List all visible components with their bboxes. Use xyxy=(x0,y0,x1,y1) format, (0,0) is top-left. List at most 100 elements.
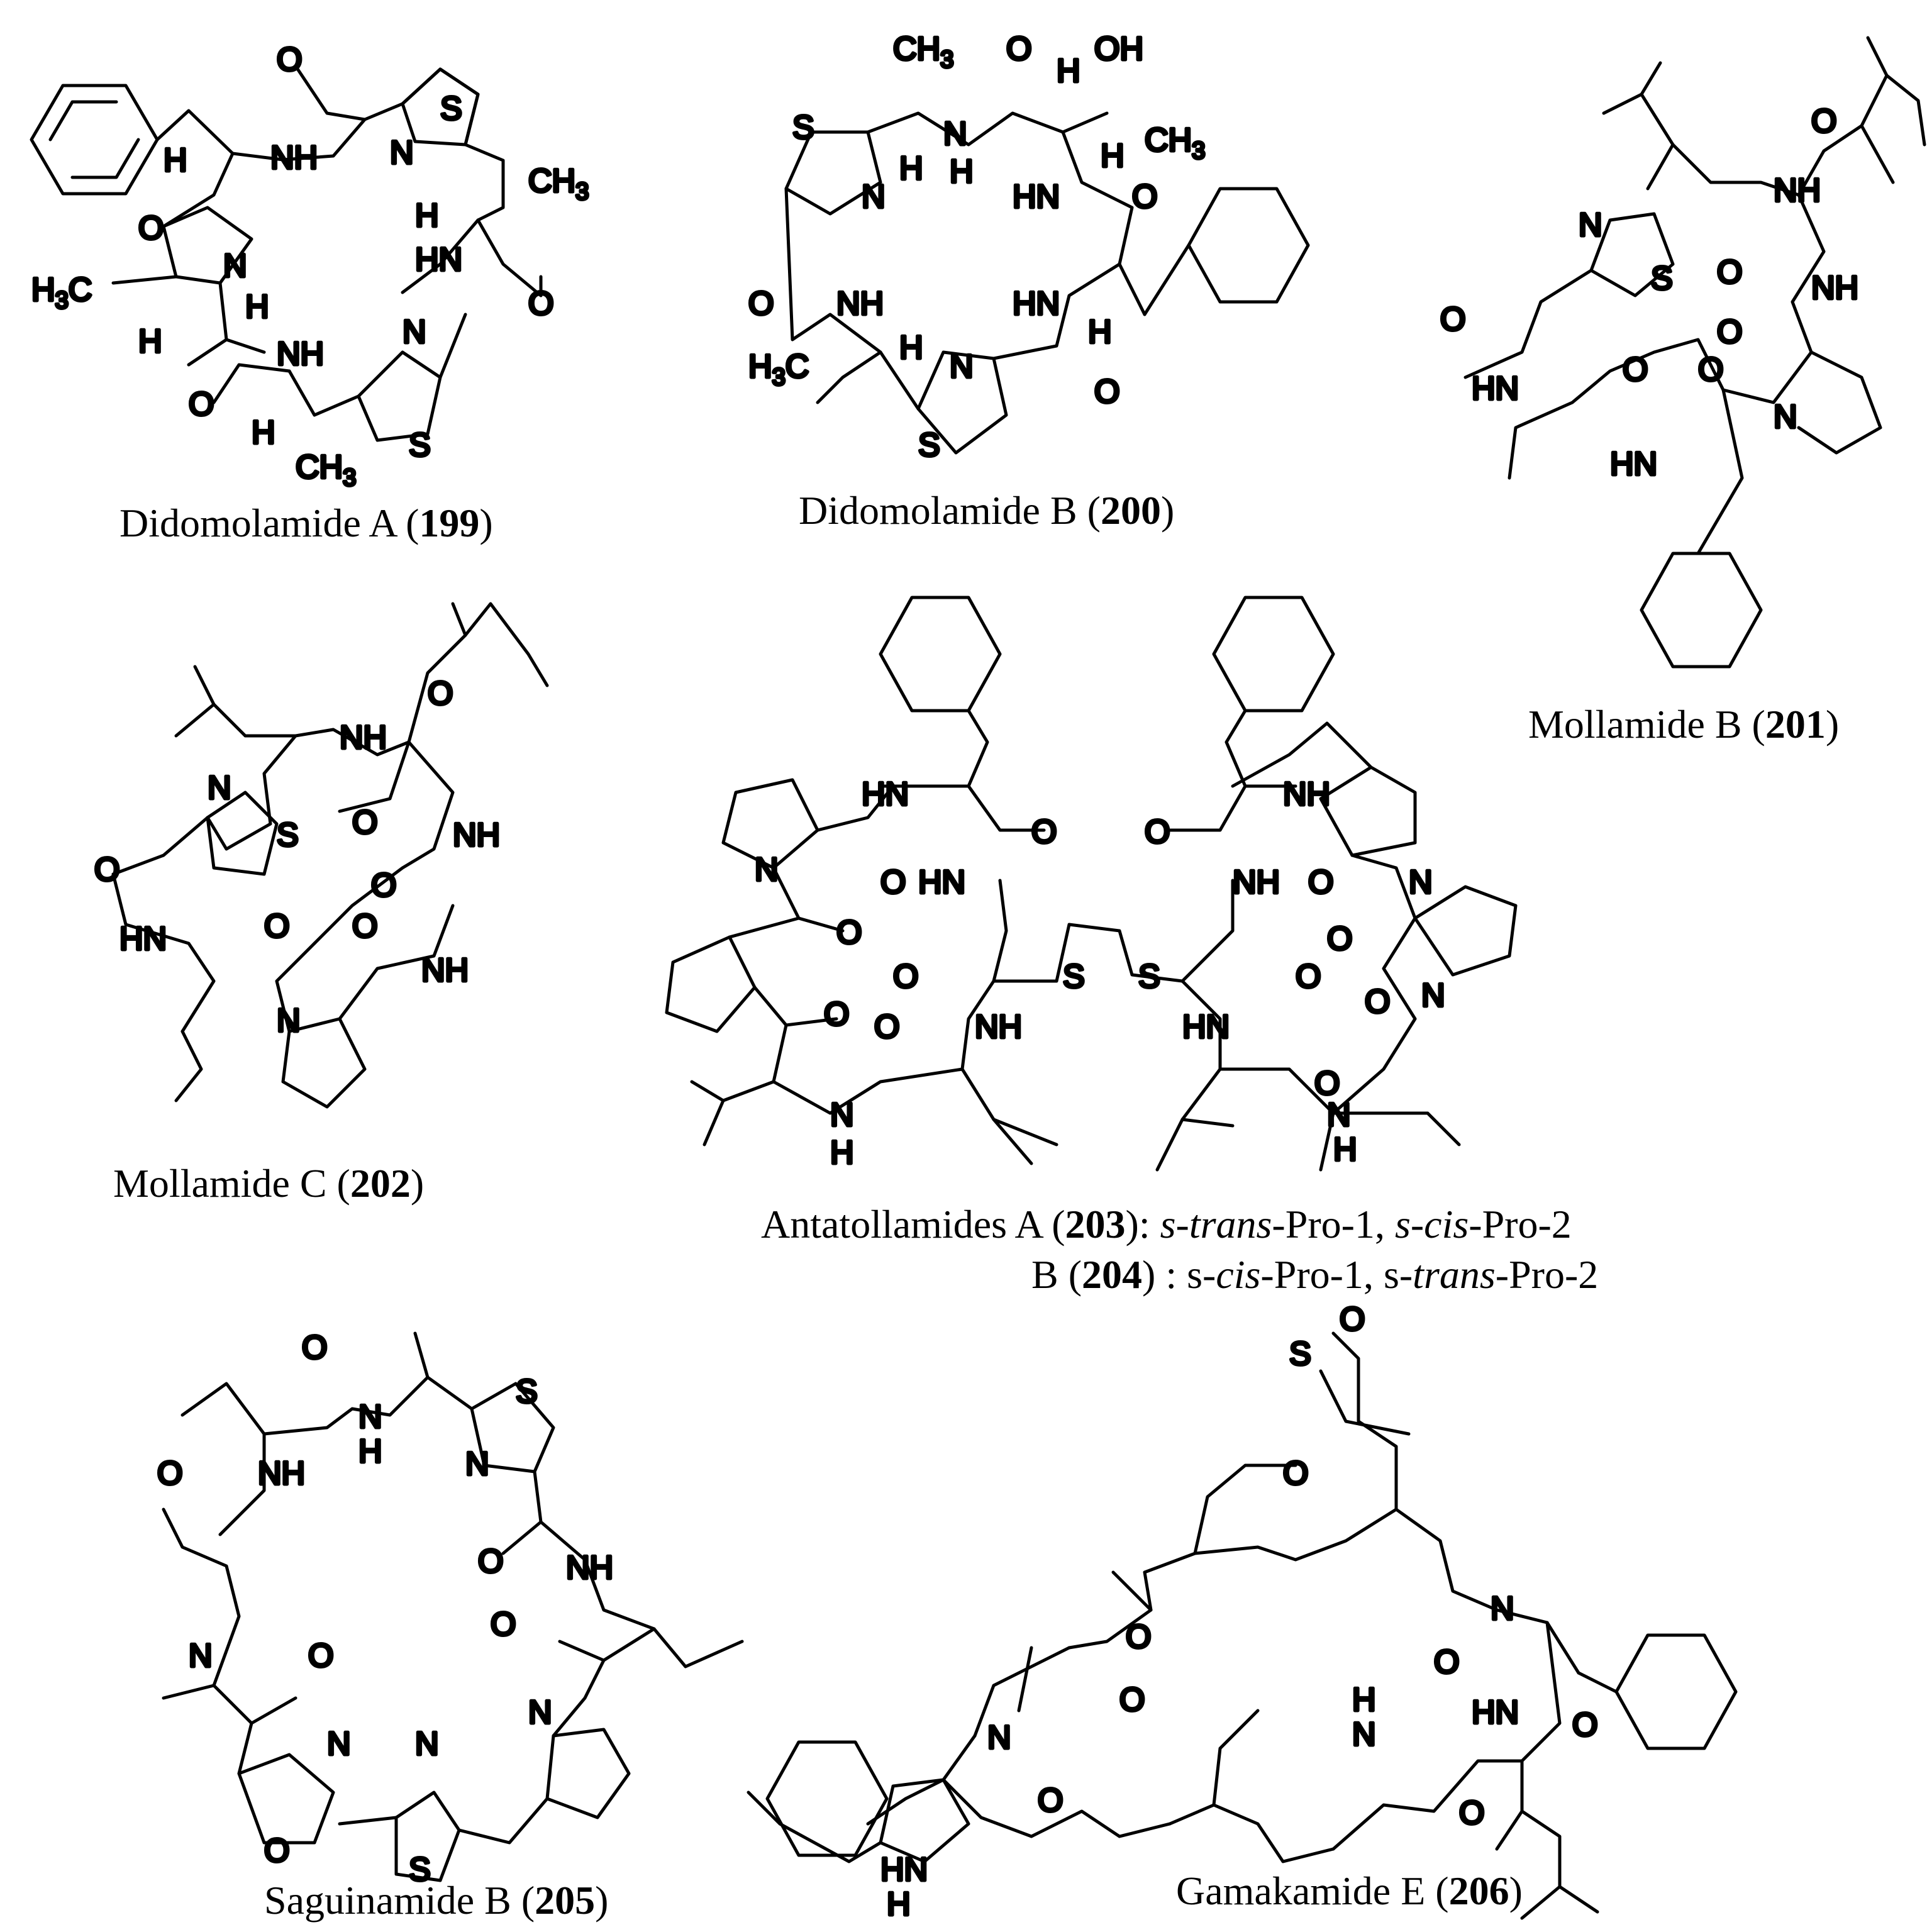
compound-number: 205 xyxy=(535,1878,596,1923)
atom-label: CH3 xyxy=(893,31,953,73)
atom-label: HN xyxy=(415,242,462,278)
atom-label: O xyxy=(836,914,862,951)
atom-label: O xyxy=(352,804,377,841)
pyrrolidine-ring xyxy=(721,778,819,870)
atom-label: H xyxy=(138,323,162,360)
atom-label: O xyxy=(1698,352,1723,388)
atom-label: HN xyxy=(1610,446,1657,482)
caption-200: Didomolamide B (200) xyxy=(799,488,1175,533)
atom-label: H xyxy=(887,1886,911,1923)
atom-label: N xyxy=(755,852,779,888)
atom-label: O xyxy=(1365,984,1390,1020)
atom-label: S xyxy=(409,1852,431,1888)
atom-label: O xyxy=(1572,1707,1597,1743)
atom-label: H3C xyxy=(31,272,92,314)
atom-label: O xyxy=(1717,314,1742,350)
atom-label: N xyxy=(1327,1097,1351,1133)
atom-label: H3C xyxy=(748,348,809,391)
benzene-ring xyxy=(765,1740,889,1857)
atom-label: H xyxy=(1333,1131,1357,1168)
atom-label: O xyxy=(1296,958,1321,995)
atom-label: N xyxy=(862,179,886,215)
compound-number: 206 xyxy=(1448,1868,1509,1913)
atom-label: O xyxy=(277,42,302,78)
atom-label: O xyxy=(264,1833,289,1869)
atom-label: HN xyxy=(1013,286,1060,322)
atom-label: H xyxy=(358,1433,382,1470)
compound-name: Gamakamide E xyxy=(1176,1868,1426,1913)
atom-label: N xyxy=(1491,1591,1514,1627)
suffix-part: cis xyxy=(1424,1202,1469,1246)
atom-label: O xyxy=(138,210,164,247)
pyrrolidine-ring xyxy=(1319,765,1417,857)
atom-label: H xyxy=(1057,53,1080,89)
caption-201: Mollamide B (201) xyxy=(1528,702,1840,747)
atom-label: NH xyxy=(1774,172,1821,209)
atom-label: OH xyxy=(1094,31,1143,67)
oxazoline-ring xyxy=(162,206,253,285)
atom-label: O xyxy=(1119,1682,1145,1718)
caption-204: B (204) : s-cis-Pro-1, s-trans-Pro-2 xyxy=(1031,1252,1599,1297)
thiazole-ring xyxy=(784,130,882,216)
atom-label: N xyxy=(528,1694,552,1731)
atom-label: N xyxy=(830,1097,854,1133)
suffix-part: -Pro-2 xyxy=(1469,1202,1572,1246)
atom-label: N xyxy=(1409,864,1433,901)
caption-203: Antatollamides A (203): s-trans-Pro-1, s… xyxy=(761,1202,1572,1246)
atom-label: O xyxy=(94,852,119,888)
imidazolidinedione-ring xyxy=(879,1778,970,1863)
compound-name: Mollamide C xyxy=(113,1161,327,1206)
atom-label: HN xyxy=(918,864,965,901)
atom-label: N xyxy=(987,1719,1011,1756)
compound-number: 204 xyxy=(1082,1252,1142,1297)
compound-name: B xyxy=(1031,1252,1058,1297)
atom-label: O xyxy=(748,286,774,322)
cyclopentane-ring xyxy=(665,935,757,1033)
atom-label: O xyxy=(302,1330,327,1366)
thiazole-ring xyxy=(401,67,480,147)
atom-label: NH xyxy=(340,719,387,756)
suffix-part: -Pro-2 xyxy=(1495,1252,1599,1297)
compound-name: Antatollamides A xyxy=(761,1202,1042,1246)
suffix-part: -Pro-1, xyxy=(1272,1202,1395,1246)
atom-label: NH xyxy=(277,336,324,372)
atom-label: NH xyxy=(975,1009,1022,1045)
atom-label: O xyxy=(352,908,377,945)
atom-label: HN xyxy=(1472,370,1519,407)
atom-label: O xyxy=(880,864,906,901)
atom-label: O xyxy=(1327,921,1352,957)
atom-label: O xyxy=(157,1455,182,1492)
atom-label: O xyxy=(1038,1782,1063,1819)
benzene-ring xyxy=(879,596,1002,713)
atom-label: HN xyxy=(119,921,167,957)
atom-label: HN xyxy=(880,1852,928,1888)
atom-label: N xyxy=(1352,1716,1376,1753)
atom-label: N xyxy=(327,1726,351,1762)
compound-number: 203 xyxy=(1065,1202,1126,1246)
atom-label: O xyxy=(1308,864,1333,901)
atom-label: H xyxy=(950,153,974,190)
atom-label: NH xyxy=(1811,270,1858,306)
pyrrolidine-ring xyxy=(281,1017,367,1109)
atom-label: O xyxy=(1094,374,1119,410)
atom-label: H xyxy=(252,414,275,451)
atom-label: O xyxy=(428,675,453,712)
atom-label: S xyxy=(1289,1336,1311,1372)
atom-label: H xyxy=(164,142,187,179)
atom-label: O xyxy=(824,996,849,1033)
atom-label: N xyxy=(390,135,414,171)
atom-label: HN xyxy=(1182,1009,1230,1045)
atom-label: S xyxy=(277,817,299,853)
atom-label: O xyxy=(1006,31,1031,67)
compound-name: Didomolamide A xyxy=(119,501,396,545)
compound-name: Mollamide B xyxy=(1528,702,1742,747)
suffix-part: trans xyxy=(1189,1202,1272,1246)
atom-label: N xyxy=(1579,207,1602,243)
caption-205: Saguinamide B (205) xyxy=(264,1878,609,1923)
atom-label: N xyxy=(403,314,426,350)
thiazole-ring xyxy=(470,1382,555,1474)
atom-label: NH xyxy=(836,286,884,322)
atom-label: NH xyxy=(1233,864,1280,901)
atom-label: O xyxy=(308,1638,333,1674)
